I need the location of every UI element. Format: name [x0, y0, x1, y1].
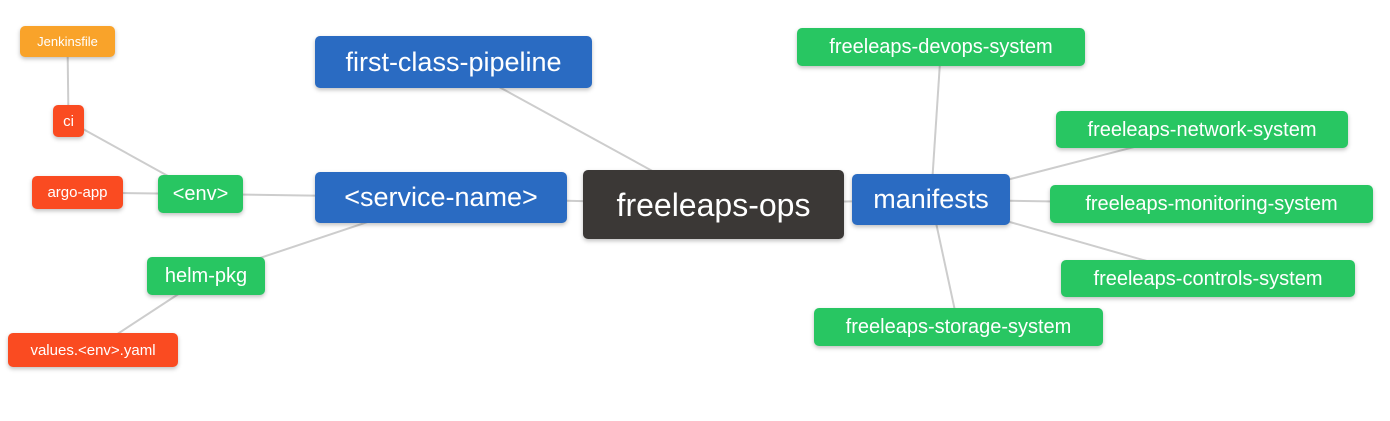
node-freeleaps-controls-system[interactable]: freeleaps-controls-system	[1061, 260, 1355, 297]
node-ci[interactable]: ci	[53, 105, 84, 137]
node-freeleaps-monitoring-system[interactable]: freeleaps-monitoring-system	[1050, 185, 1373, 223]
node-first-class-pipeline[interactable]: first-class-pipeline	[315, 36, 592, 88]
node-freeleaps-devops-system[interactable]: freeleaps-devops-system	[797, 28, 1085, 66]
node-manifests[interactable]: manifests	[852, 174, 1010, 225]
node-env[interactable]: <env>	[158, 175, 243, 213]
node-jenkinsfile[interactable]: Jenkinsfile	[20, 26, 115, 57]
node-service-name[interactable]: <service-name>	[315, 172, 567, 223]
node-freeleaps-storage-system[interactable]: freeleaps-storage-system	[814, 308, 1103, 346]
node-freeleaps-ops[interactable]: freeleaps-ops	[583, 170, 844, 239]
node-helm-pkg[interactable]: helm-pkg	[147, 257, 265, 295]
node-argo-app[interactable]: argo-app	[32, 176, 123, 209]
node-values-env-yaml[interactable]: values.<env>.yaml	[8, 333, 178, 367]
node-freeleaps-network-system[interactable]: freeleaps-network-system	[1056, 111, 1348, 148]
